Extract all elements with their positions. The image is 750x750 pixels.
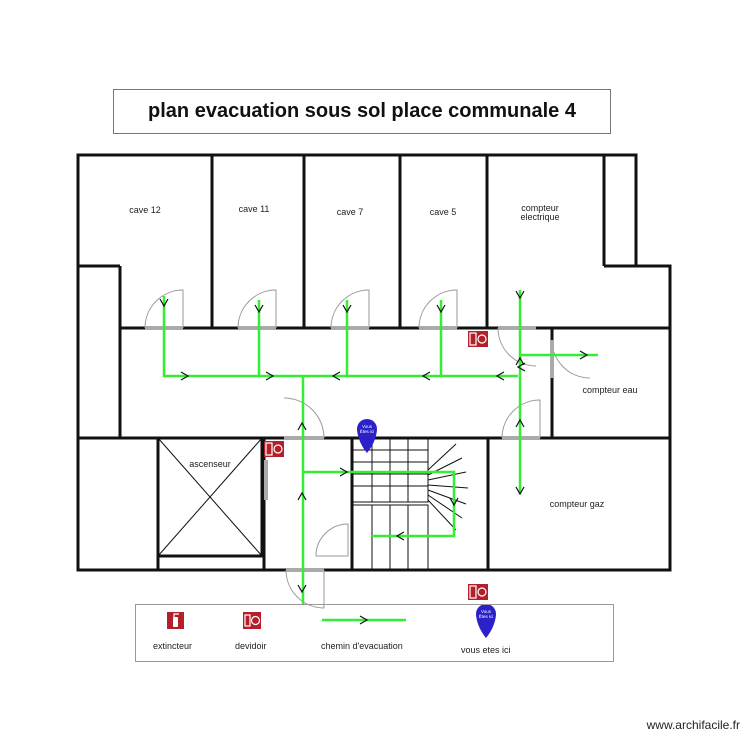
- legend-label-vous-etes-ici: vous etes ici: [461, 645, 511, 655]
- legend-label-chemin: chemin d'evacuation: [321, 641, 403, 651]
- svg-text:Êtes ici: Êtes ici: [360, 427, 375, 434]
- arrow-marker: [515, 418, 525, 428]
- label-ascenseur: ascenseur: [189, 459, 231, 469]
- you-are-here-legend-icon: Vous Êtes ici: [476, 605, 496, 638]
- arrow-marker: [159, 298, 169, 308]
- devidoir-sign-1: [468, 331, 488, 347]
- svg-text:Vous: Vous: [362, 424, 373, 429]
- arrow-marker: [331, 371, 341, 381]
- legend-icons: Vous Êtes ici: [167, 605, 496, 638]
- label-compteur-gaz: compteur gaz: [550, 499, 605, 509]
- label-cave-11: cave 11: [239, 204, 270, 214]
- arrow-marker: [342, 304, 352, 314]
- title-box: plan evacuation sous sol place communale…: [113, 89, 611, 134]
- watermark: www.archifacile.fr: [646, 718, 740, 732]
- label-cave-12: cave 12: [129, 205, 161, 215]
- label-cave-5: cave 5: [430, 207, 457, 217]
- arrow-marker: [297, 491, 307, 501]
- label-compteur-eau: compteur eau: [582, 385, 637, 395]
- arrow-marker: [515, 290, 525, 300]
- arrow-marker: [395, 531, 405, 541]
- arrow-marker: [436, 304, 446, 314]
- svg-text:Êtes ici: Êtes ici: [479, 612, 494, 619]
- devidoir-icon: [243, 612, 261, 629]
- you-are-here-marker: Vous Êtes ici: [357, 419, 377, 453]
- label-cave-7: cave 7: [337, 207, 364, 217]
- extinguisher-icon: [167, 612, 184, 629]
- label-compteur-electrique-1: compteur: [521, 203, 559, 213]
- legend-label-extincteur: extincteur: [153, 641, 193, 651]
- arrow-marker: [495, 371, 505, 381]
- room-labels: cave 12 cave 11 cave 7 cave 5 compteur e…: [129, 203, 637, 509]
- legend: Vous Êtes ici extincteur devidoir chemin…: [135, 604, 614, 662]
- arrow-marker: [339, 467, 349, 477]
- devidoir-sign-3: [468, 584, 488, 600]
- svg-text:Vous: Vous: [481, 609, 492, 614]
- arrow-marker: [297, 421, 307, 431]
- arrow-marker: [515, 486, 525, 496]
- arrow-marker: [297, 584, 307, 594]
- arrow-marker: [180, 371, 190, 381]
- arrow-marker: [515, 356, 525, 366]
- arrow-marker: [579, 350, 589, 360]
- arrow-marker: [254, 304, 264, 314]
- page-title: plan evacuation sous sol place communale…: [148, 100, 576, 122]
- arrow-marker: [265, 371, 275, 381]
- arrow-marker: [449, 497, 459, 507]
- doors: [144, 289, 591, 609]
- devidoir-sign-2: [264, 441, 284, 457]
- label-compteur-electrique-2: electrique: [520, 212, 559, 222]
- arrow-marker: [421, 371, 431, 381]
- evacuation-path-legend-icon: [322, 615, 406, 625]
- legend-label-devidoir: devidoir: [235, 641, 267, 651]
- path-arrows: [159, 290, 589, 594]
- staircase: [352, 438, 469, 570]
- arrow-marker: [516, 362, 526, 372]
